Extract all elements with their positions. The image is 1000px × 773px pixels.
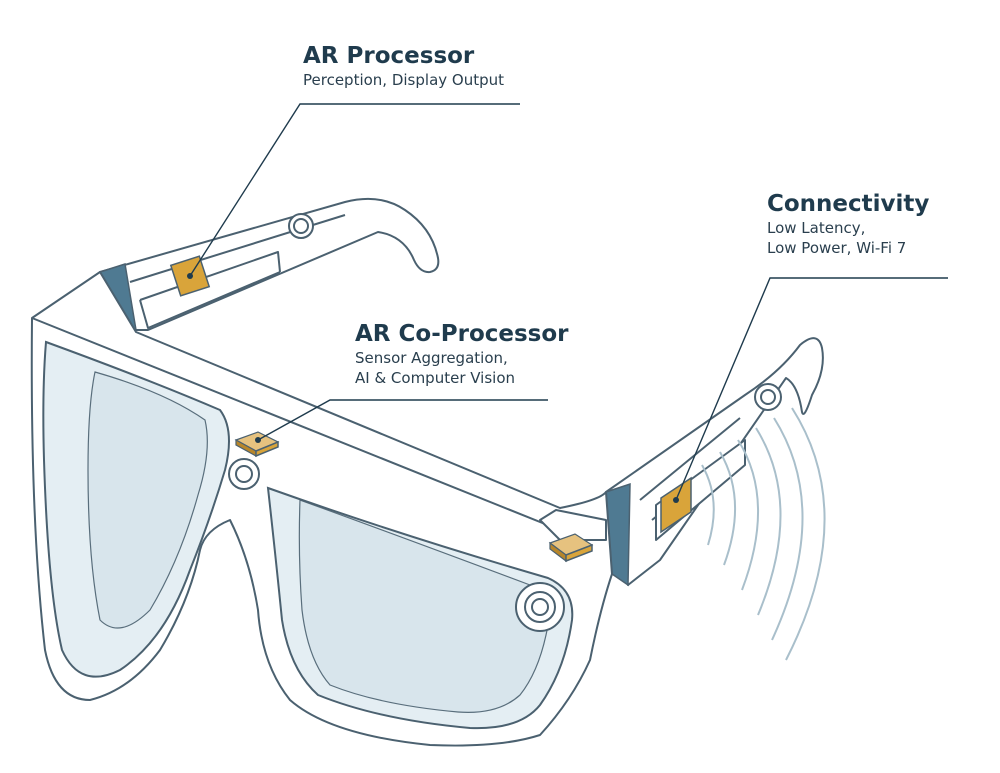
ar-coprocessor-title: AR Co-Processor bbox=[355, 321, 569, 347]
wifi-waves-icon bbox=[701, 407, 826, 661]
ar-coprocessor-desc-1: Sensor Aggregation, bbox=[355, 349, 508, 367]
right-lens bbox=[266, 486, 574, 730]
callout-lines bbox=[187, 103, 948, 503]
camera-lens-icon bbox=[228, 458, 565, 632]
right-temple-arm bbox=[605, 337, 824, 587]
connectivity-desc-1: Low Latency, bbox=[767, 219, 866, 237]
connectivity-desc-2: Low Power, Wi-Fi 7 bbox=[767, 239, 907, 257]
connectivity-chip bbox=[660, 476, 692, 534]
side-chip bbox=[548, 533, 594, 563]
ar-coprocessor-desc-2: AI & Computer Vision bbox=[355, 369, 516, 387]
left-temple-arm bbox=[99, 197, 440, 333]
connectivity-label: Connectivity Low Latency, Low Power, Wi-… bbox=[767, 190, 929, 258]
ar-processor-label: AR Processor Perception, Display Output bbox=[303, 42, 504, 90]
connectivity-title: Connectivity bbox=[767, 191, 930, 217]
ar-coprocessor-label: AR Co-Processor Sensor Aggregation, AI &… bbox=[355, 320, 569, 388]
ar-processor-desc-1: Perception, Display Output bbox=[303, 71, 505, 89]
left-lens bbox=[42, 340, 230, 678]
ar-processor-title: AR Processor bbox=[303, 43, 475, 69]
